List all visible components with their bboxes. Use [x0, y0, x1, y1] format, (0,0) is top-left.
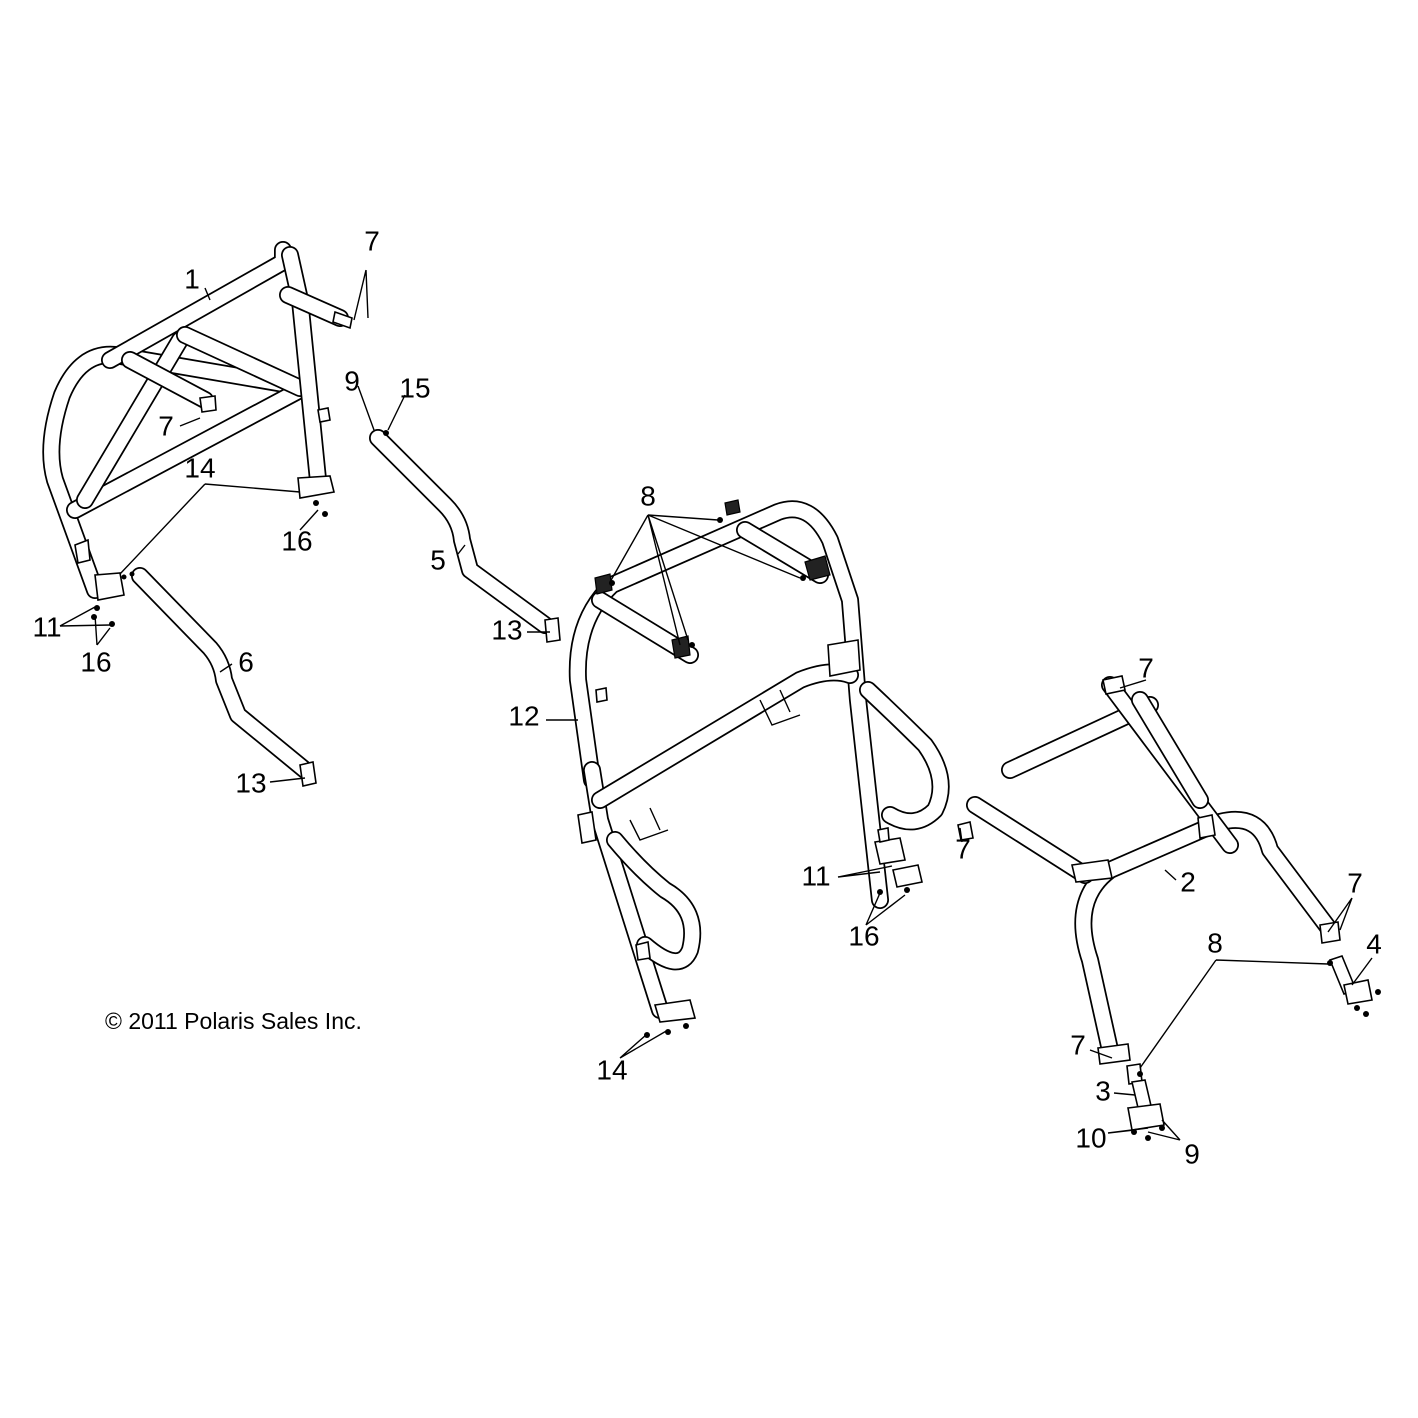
- brace-tube-6: [121, 567, 317, 787]
- callout-14-upper: 14: [184, 452, 215, 483]
- callout-4: 4: [1366, 928, 1382, 959]
- callout-7-rear-bottom: 7: [1070, 1029, 1086, 1060]
- callout-10: 10: [1075, 1122, 1106, 1153]
- callout-7-upper-right: 7: [364, 225, 380, 256]
- callout-16-upper: 16: [281, 525, 312, 556]
- callout-15: 15: [399, 372, 430, 403]
- callout-11-left: 11: [32, 611, 61, 642]
- callout-14-lower: 14: [596, 1054, 627, 1085]
- bracket-4: [1327, 955, 1381, 1017]
- callout-6: 6: [238, 646, 254, 677]
- callout-5: 5: [430, 544, 446, 575]
- callout-9-upper: 9: [344, 365, 360, 396]
- callout-13-lower: 13: [235, 767, 266, 798]
- callout-12: 12: [508, 700, 539, 731]
- callouts: 1 7 7 9 15 14 16 5 11 16 6 13 13 8 12 7 …: [32, 225, 1381, 1169]
- callout-7-front-cross: 7: [158, 410, 174, 441]
- callout-8-top: 8: [640, 480, 656, 511]
- copyright-notice: © 2011 Polaris Sales Inc.: [105, 1008, 362, 1034]
- callout-2: 2: [1180, 866, 1196, 897]
- callout-8-rear: 8: [1207, 927, 1223, 958]
- callout-1: 1: [184, 263, 200, 294]
- main-cage-12: [568, 499, 950, 1038]
- callout-9-lower: 9: [1184, 1138, 1200, 1169]
- rear-cage-section: [957, 675, 1341, 1065]
- brace-tube-5: [369, 429, 561, 643]
- callout-7-rear-top: 7: [1138, 652, 1154, 683]
- callout-7-rear-right: 7: [1347, 867, 1363, 898]
- callout-3: 3: [1095, 1075, 1111, 1106]
- callout-16-middle: 16: [848, 920, 879, 951]
- front-cage-section: [42, 241, 353, 627]
- bracket-3: [1126, 1063, 1165, 1141]
- callout-13-middle: 13: [491, 614, 522, 645]
- callout-16-left: 16: [80, 646, 111, 677]
- callout-7-rear-left: 7: [955, 833, 971, 864]
- callout-11-middle: 11: [801, 860, 830, 891]
- leader-lines: [59, 269, 1373, 1141]
